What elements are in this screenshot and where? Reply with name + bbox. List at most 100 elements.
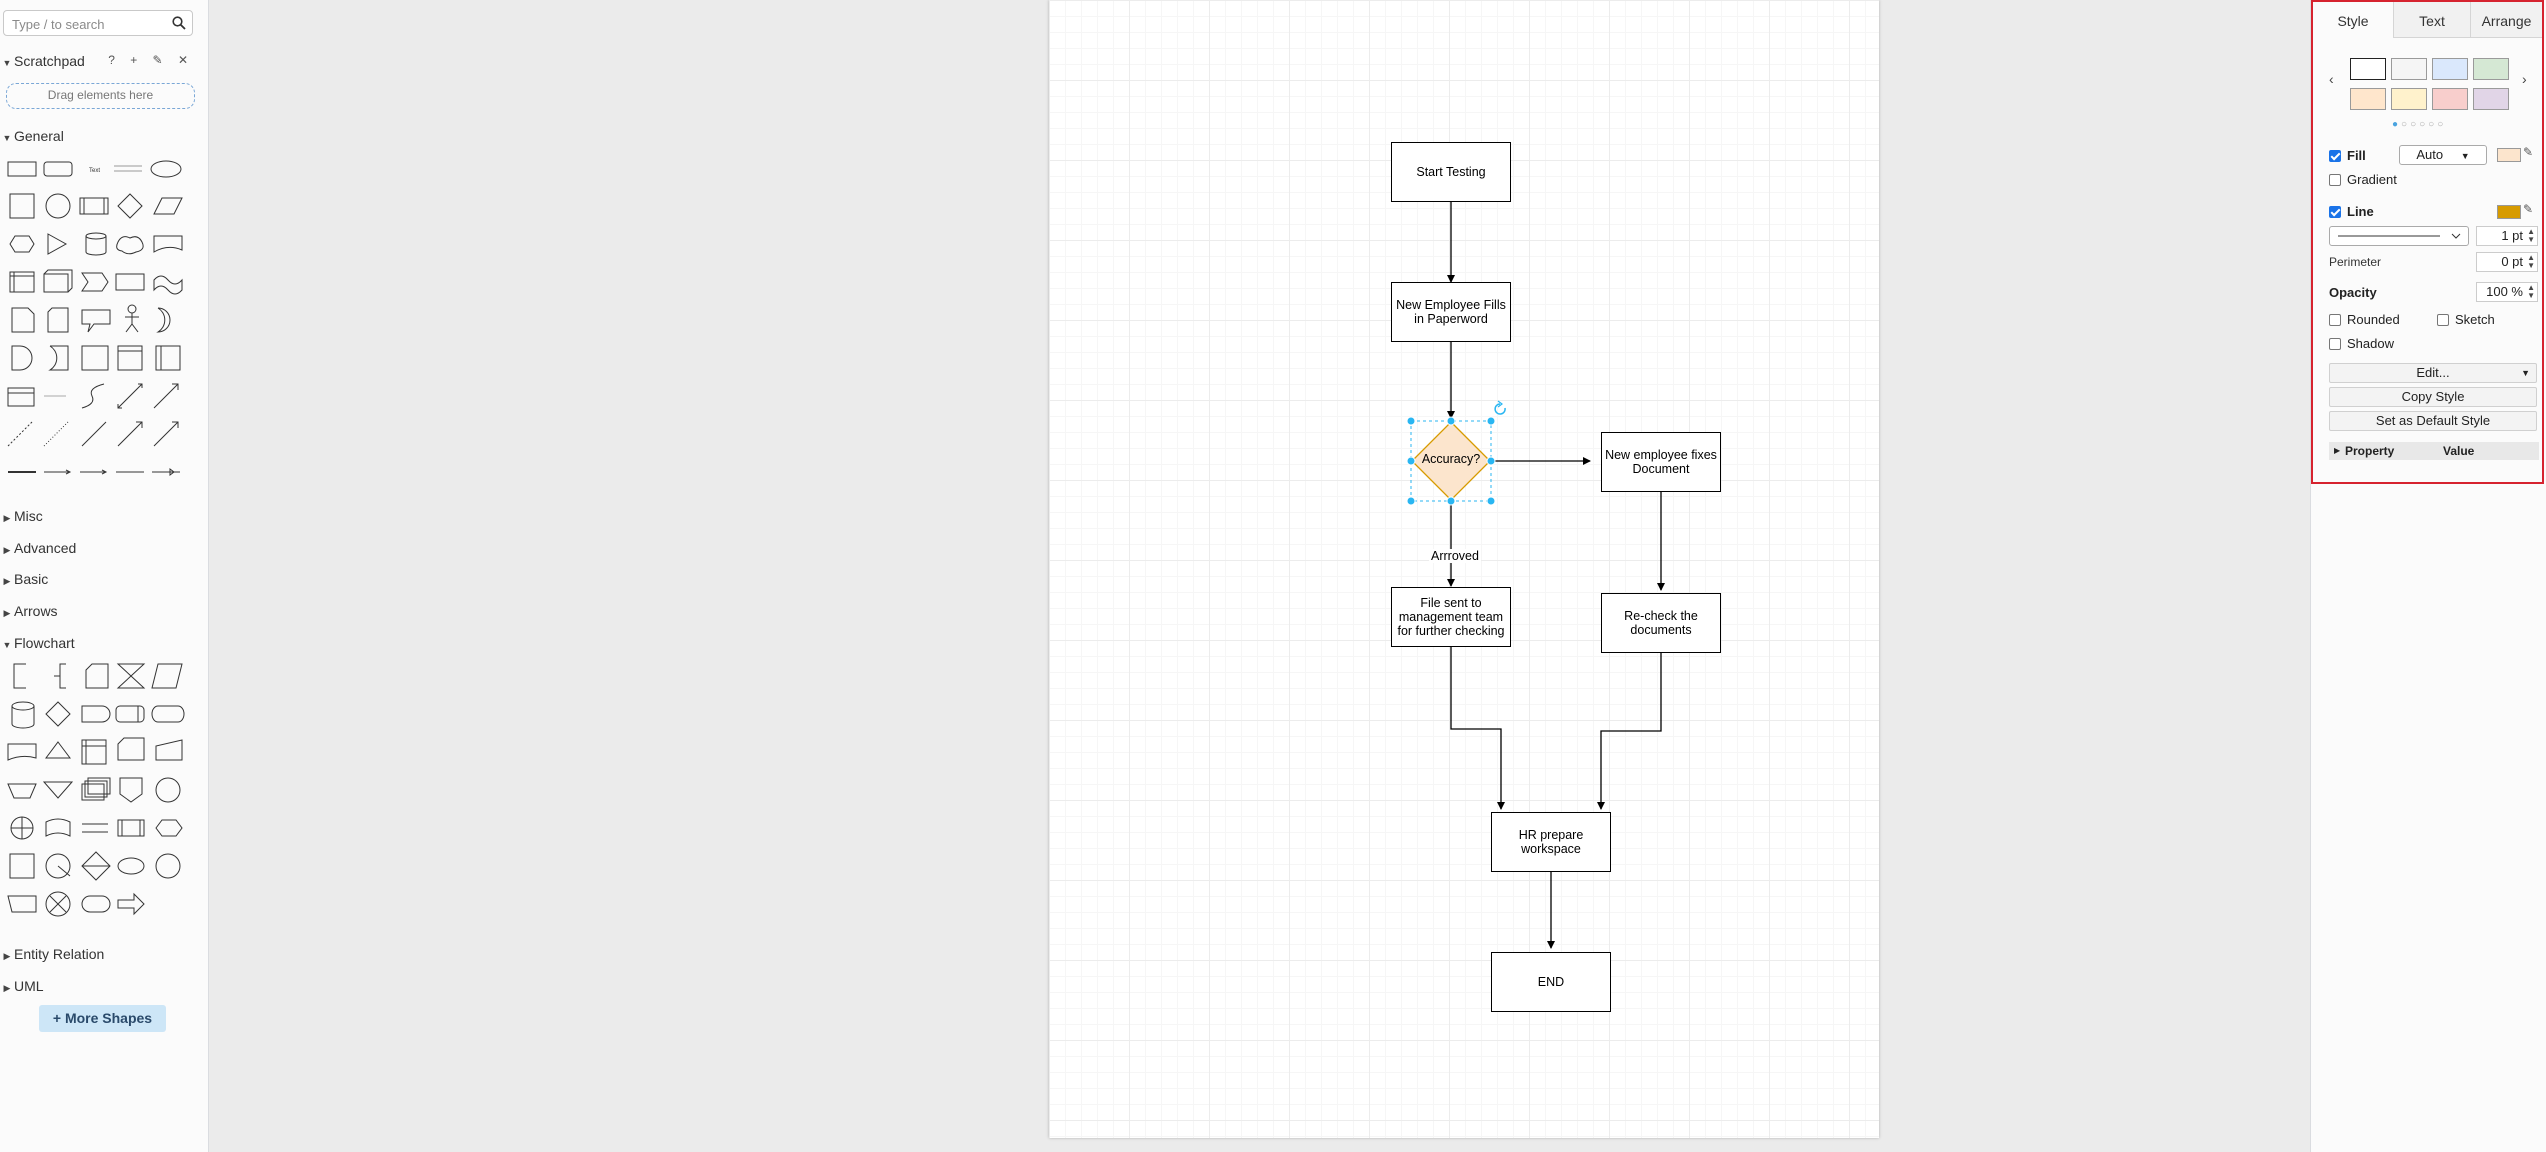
shape-search-input[interactable] [10, 12, 174, 36]
general-section-header[interactable]: ▼General [0, 128, 208, 144]
rectangle-shape [7, 161, 37, 177]
chevron-down-icon: ▼ [2460, 151, 2470, 161]
fill-type-select[interactable]: Auto ▼ [2399, 145, 2487, 165]
style-swatch[interactable] [2391, 58, 2427, 80]
flowchart-section-header[interactable]: ▼Flowchart [0, 635, 208, 651]
edit-style-label: Edit... [2416, 365, 2450, 380]
scratchpad-tools[interactable]: ? + ✎ ✕ [108, 53, 194, 67]
rotate-handle-icon [1494, 403, 1506, 415]
general-section-label: General [14, 128, 64, 144]
scratchpad-dropzone[interactable]: Drag elements here [6, 83, 195, 109]
node-end[interactable]: END [1491, 952, 1611, 1012]
style-swatch[interactable] [2350, 58, 2386, 80]
node-start-testing[interactable]: Start Testing [1391, 142, 1511, 202]
rounded-rectangle-shape [43, 161, 73, 177]
node-recheck[interactable]: Re-check the documents [1601, 593, 1721, 653]
edge-recheck-to-hr [1597, 653, 1662, 810]
sketch-checkbox[interactable] [2437, 314, 2449, 326]
sketch-row: Sketch [2437, 312, 2495, 327]
shape-sidebar: ▼Scratchpad ? + ✎ ✕ Drag elements here ▼… [0, 0, 209, 1152]
arrows-section-header[interactable]: ▶Arrows [0, 603, 208, 619]
rounded-label: Rounded [2347, 312, 2400, 327]
search-icon[interactable] [171, 15, 187, 31]
shadow-checkbox[interactable] [2329, 338, 2341, 350]
opacity-input[interactable]: 100 % ▲▼ [2476, 282, 2538, 302]
entity-relation-section-header[interactable]: ▶Entity Relation [0, 946, 208, 962]
style-swatch[interactable] [2473, 58, 2509, 80]
rounded-row: Rounded [2329, 312, 2400, 327]
line-row: Line [2329, 204, 2374, 219]
opacity-value: 100 % [2486, 284, 2523, 299]
flowchart-section-label: Flowchart [14, 635, 75, 651]
style-swatch[interactable] [2391, 88, 2427, 110]
format-panel: Style Text Arrange ‹ › ●○○○○○ Fill Auto … [2310, 0, 2546, 1152]
connectors-layer [1447, 202, 1665, 949]
arrows-section-label: Arrows [14, 603, 58, 619]
copy-style-button[interactable]: Copy Style [2329, 387, 2537, 407]
chevron-right-icon[interactable]: › [2522, 71, 2527, 87]
edge-filesent-to-hr [1450, 647, 1505, 810]
line-width-input[interactable]: 1 pt ▲▼ [2476, 226, 2538, 246]
expand-triangle-icon: ▶ [3, 513, 11, 523]
line-pattern-select[interactable] [2329, 226, 2469, 246]
stepper-icon[interactable]: ▲▼ [2527, 253, 2535, 270]
flowchart-shapes-palette[interactable] [0, 658, 208, 928]
node-file-sent[interactable]: File sent to management team for further… [1391, 587, 1511, 647]
gradient-row: Gradient [2329, 172, 2397, 187]
line-width-value: 1 pt [2501, 228, 2523, 243]
perimeter-input[interactable]: 0 pt▲▼ [2476, 252, 2538, 272]
general-shapes-palette[interactable]: Text [0, 152, 208, 482]
expand-triangle-icon: ▶ [3, 608, 11, 618]
fill-type-value: Auto [2416, 147, 2444, 162]
ellipse-shape [150, 160, 182, 178]
sketch-label: Sketch [2455, 312, 2495, 327]
chevron-down-icon: ▼ [2521, 368, 2530, 378]
misc-section-header[interactable]: ▶Misc [0, 508, 208, 524]
expand-triangle-icon: ▶ [2334, 446, 2341, 455]
expand-triangle-icon: ▶ [3, 545, 11, 555]
style-swatch[interactable] [2432, 58, 2468, 80]
line-checkbox[interactable] [2329, 206, 2341, 218]
scratchpad-section[interactable]: ▼Scratchpad ? + ✎ ✕ [0, 53, 208, 69]
edit-style-button[interactable]: Edit... ▼ [2329, 363, 2537, 383]
chevron-left-icon[interactable]: ‹ [2329, 71, 2334, 87]
selection-handles[interactable] [1399, 396, 1519, 508]
diagram-canvas-area[interactable]: Start Testing New Employee Fills in Pape… [209, 0, 2309, 1152]
node-fix-document[interactable]: New employee fixes Document [1601, 432, 1721, 492]
advanced-section-label: Advanced [14, 540, 77, 556]
line-edit-pencil-icon[interactable]: ✎ [2523, 202, 2534, 216]
style-swatch[interactable] [2473, 88, 2509, 110]
basic-section-header[interactable]: ▶Basic [0, 571, 208, 587]
stepper-icon[interactable]: ▲▼ [2527, 227, 2535, 244]
shape-search-box[interactable] [3, 10, 193, 36]
node-paperwork[interactable]: New Employee Fills in Paperword [1391, 282, 1511, 342]
diagram-page[interactable]: Start Testing New Employee Fills in Pape… [1049, 0, 1879, 1138]
node-hr-workspace[interactable]: HR prepare workspace [1491, 812, 1611, 872]
set-default-style-button[interactable]: Set as Default Style [2329, 411, 2537, 431]
svg-text:Text: Text [89, 168, 100, 174]
tab-style[interactable]: Style [2313, 2, 2393, 38]
fill-row: Fill [2329, 148, 2366, 163]
line-label: Line [2347, 204, 2374, 219]
rounded-checkbox[interactable] [2329, 314, 2341, 326]
uml-section-header[interactable]: ▶UML [0, 978, 208, 994]
edge-label-approved[interactable]: Arrroved [1429, 549, 1481, 563]
style-swatch[interactable] [2350, 88, 2386, 110]
property-table-header[interactable]: ▶ Property Value [2329, 442, 2539, 460]
gradient-checkbox[interactable] [2329, 174, 2341, 186]
uml-section-label: UML [14, 978, 44, 994]
scratchpad-title: Scratchpad [14, 53, 85, 69]
fill-checkbox[interactable] [2329, 150, 2341, 162]
swatch-page-dots[interactable]: ●○○○○○ [2392, 119, 2447, 130]
stepper-icon[interactable]: ▲▼ [2527, 283, 2535, 300]
expand-triangle-icon: ▶ [3, 983, 11, 993]
advanced-section-header[interactable]: ▶Advanced [0, 540, 208, 556]
more-shapes-button[interactable]: + More Shapes [39, 1005, 166, 1032]
fill-edit-pencil-icon[interactable]: ✎ [2523, 145, 2534, 159]
line-color-button[interactable] [2497, 205, 2521, 219]
fill-color-button[interactable] [2497, 148, 2521, 162]
tab-arrange[interactable]: Arrange [2470, 2, 2542, 38]
fill-label: Fill [2347, 148, 2366, 163]
tab-text[interactable]: Text [2393, 2, 2470, 38]
style-swatch[interactable] [2432, 88, 2468, 110]
